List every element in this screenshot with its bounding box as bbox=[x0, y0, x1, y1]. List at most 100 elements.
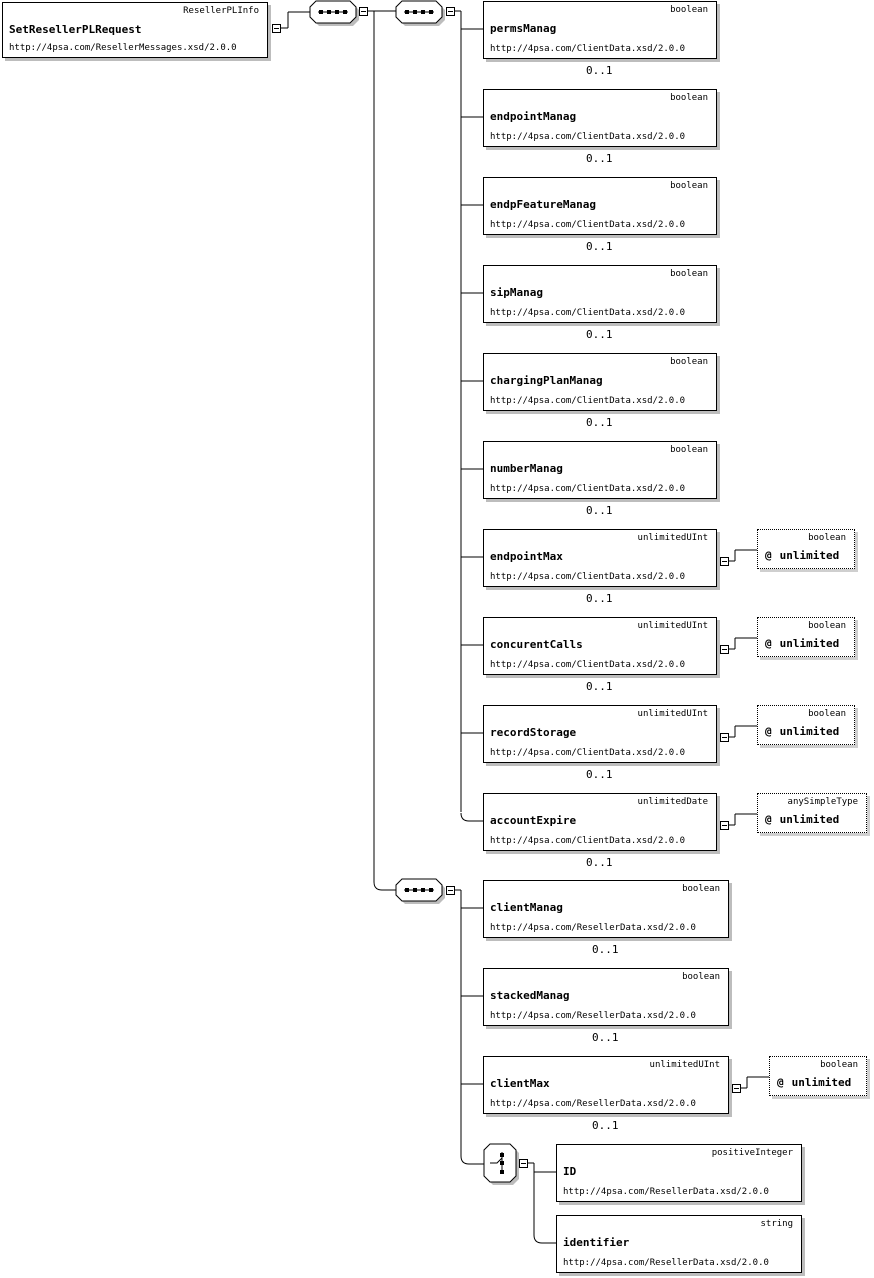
element-namespace: http://4psa.com/ClientData.xsd/2.0.0 bbox=[490, 484, 686, 494]
element-name: endpointManag bbox=[490, 110, 577, 123]
attribute-name-text: unlimited bbox=[779, 725, 840, 738]
element-box-recordStorage[interactable]: unlimitedUInt recordStorage http://4psa.co… bbox=[483, 705, 717, 763]
attribute-name-text: unlimited bbox=[779, 549, 840, 562]
occurrence-label: 0..1 bbox=[586, 240, 613, 253]
collapse-toggle-icon[interactable] bbox=[446, 7, 455, 16]
attribute-at-icon: @ bbox=[765, 725, 772, 738]
attribute-type-label: boolean bbox=[808, 621, 846, 631]
element-namespace: http://4psa.com/ResellerData.xsd/2.0.0 bbox=[563, 1258, 769, 1268]
attribute-at-icon: @ bbox=[765, 813, 772, 826]
element-name: identifier bbox=[563, 1236, 630, 1249]
attribute-name: @ unlimited bbox=[765, 549, 839, 563]
collapse-toggle-icon[interactable] bbox=[720, 733, 729, 742]
attribute-box-unlimited[interactable]: boolean @ unlimited bbox=[757, 529, 855, 569]
element-type-label: boolean bbox=[670, 181, 708, 191]
attribute-name: @ unlimited bbox=[765, 725, 839, 739]
connector-curve bbox=[460, 1155, 484, 1165]
element-name: chargingPlanManag bbox=[490, 374, 603, 387]
choice-compositor-icon[interactable] bbox=[483, 1143, 519, 1185]
sequence-compositor-icon[interactable] bbox=[395, 878, 445, 904]
collapse-toggle-icon[interactable] bbox=[720, 645, 729, 654]
connector-curve bbox=[460, 812, 483, 822]
occurrence-label: 0..1 bbox=[586, 328, 613, 341]
collapse-toggle-icon[interactable] bbox=[732, 1084, 741, 1093]
element-type-label: unlimitedDate bbox=[637, 797, 708, 807]
attribute-name-text: unlimited bbox=[779, 637, 840, 650]
attribute-name: @ unlimited bbox=[765, 637, 839, 651]
attribute-name: @ unlimited bbox=[765, 813, 839, 827]
attribute-type-label: boolean bbox=[808, 709, 846, 719]
sequence-compositor-icon[interactable] bbox=[395, 0, 445, 26]
occurrence-label: 0..1 bbox=[592, 943, 619, 956]
element-name: accountExpire bbox=[490, 814, 577, 827]
element-name: endpointMax bbox=[490, 550, 563, 563]
element-type-label: boolean bbox=[682, 972, 720, 982]
element-name: clientManag bbox=[490, 901, 563, 914]
element-type-label: unlimitedUInt bbox=[649, 1060, 720, 1070]
attribute-box-unlimited[interactable]: boolean @ unlimited bbox=[757, 705, 855, 745]
element-namespace: http://4psa.com/ClientData.xsd/2.0.0 bbox=[490, 44, 686, 54]
attribute-name-text: unlimited bbox=[791, 1076, 852, 1089]
attribute-box-unlimited[interactable]: anySimpleType @ unlimited bbox=[757, 793, 867, 833]
attribute-type-label: anySimpleType bbox=[787, 797, 858, 807]
element-type-label: unlimitedUInt bbox=[637, 621, 708, 631]
element-name: endpFeatureManag bbox=[490, 198, 596, 211]
element-namespace: http://4psa.com/ResellerData.xsd/2.0.0 bbox=[490, 1011, 696, 1021]
element-type-label: boolean bbox=[670, 93, 708, 103]
collapse-toggle-icon[interactable] bbox=[272, 24, 281, 33]
element-type-label: boolean bbox=[682, 884, 720, 894]
element-box-permsManag[interactable]: boolean permsManag http://4psa.com/ClientD… bbox=[483, 1, 717, 59]
element-namespace: http://4psa.com/ResellerData.xsd/2.0.0 bbox=[563, 1187, 769, 1197]
element-namespace: http://4psa.com/ClientData.xsd/2.0.0 bbox=[490, 748, 686, 758]
occurrence-label: 0..1 bbox=[586, 504, 613, 517]
element-name: sipManag bbox=[490, 286, 543, 299]
attribute-box-unlimited[interactable]: boolean @ unlimited bbox=[757, 617, 855, 657]
attribute-name-text: unlimited bbox=[779, 813, 840, 826]
root-element-name: SetResellerPLRequest bbox=[9, 23, 142, 36]
element-type-label: unlimitedUInt bbox=[637, 709, 708, 719]
attribute-at-icon: @ bbox=[777, 1076, 784, 1089]
element-name: ID bbox=[563, 1165, 577, 1178]
attribute-at-icon: @ bbox=[765, 549, 772, 562]
element-name: permsManag bbox=[490, 22, 557, 35]
occurrence-label: 0..1 bbox=[586, 768, 613, 781]
collapse-toggle-icon[interactable] bbox=[446, 886, 455, 895]
occurrence-label: 0..1 bbox=[586, 416, 613, 429]
root-element-box[interactable]: ResellerPLInfo SetResellerPLRequest http… bbox=[2, 2, 268, 58]
element-name: concurentCalls bbox=[490, 638, 583, 651]
occurrence-label: 0..1 bbox=[592, 1119, 619, 1132]
attribute-box-unlimited[interactable]: boolean @ unlimited bbox=[769, 1056, 867, 1096]
occurrence-label: 0..1 bbox=[586, 152, 613, 165]
element-name: numberManag bbox=[490, 462, 563, 475]
collapse-toggle-icon[interactable] bbox=[519, 1159, 528, 1168]
element-type-label: boolean bbox=[670, 5, 708, 15]
attribute-type-label: boolean bbox=[808, 533, 846, 543]
element-namespace: http://4psa.com/ClientData.xsd/2.0.0 bbox=[490, 572, 686, 582]
element-type-label: boolean bbox=[670, 357, 708, 367]
collapse-toggle-icon[interactable] bbox=[720, 557, 729, 566]
attribute-type-label: boolean bbox=[820, 1060, 858, 1070]
root-type-label: ResellerPLInfo bbox=[183, 6, 259, 16]
element-name: recordStorage bbox=[490, 726, 577, 739]
collapse-toggle-icon[interactable] bbox=[720, 821, 729, 830]
attribute-at-icon: @ bbox=[765, 637, 772, 650]
collapse-toggle-icon[interactable] bbox=[359, 7, 368, 16]
sequence-compositor-icon[interactable] bbox=[309, 0, 359, 26]
element-name: clientMax bbox=[490, 1077, 550, 1090]
element-type-label: boolean bbox=[670, 269, 708, 279]
